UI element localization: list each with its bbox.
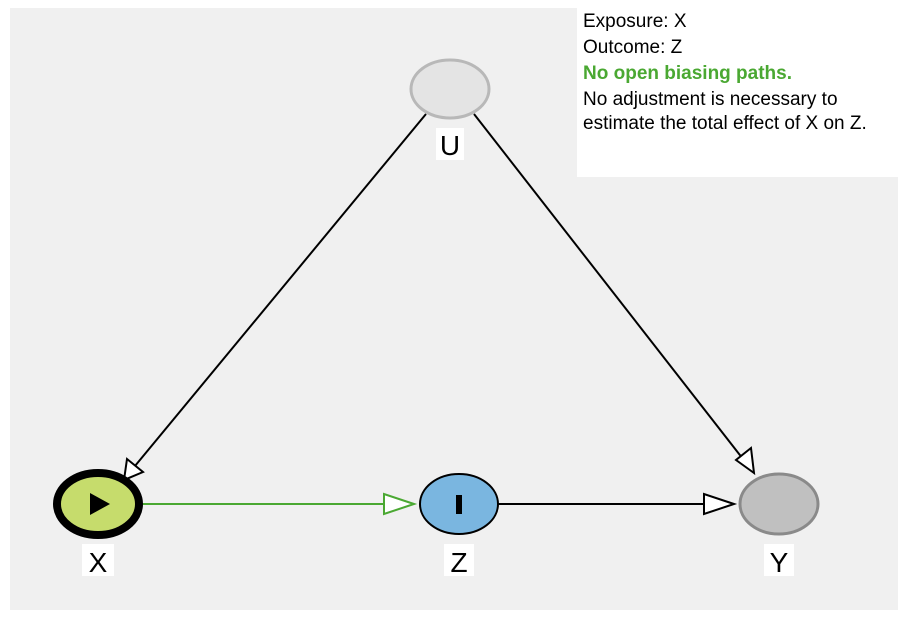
node-u-label: U [440,130,460,161]
arrowhead-x-z [383,492,418,516]
node-y[interactable]: Y [738,472,820,578]
biasing-paths-status: No open biasing paths. [583,63,793,84]
node-y-label: Y [770,547,789,578]
node-x[interactable]: X [53,469,143,578]
play-icon [90,493,110,515]
node-x-label: X [89,547,108,578]
node-u[interactable]: U [409,58,491,161]
edge-u-y[interactable] [473,113,751,469]
edge-u-x[interactable] [129,113,427,473]
exposure-text: Exposure: X [583,11,687,32]
node-z[interactable]: Z [419,473,499,578]
node-z-label: Z [450,547,467,578]
adjustment-message: No adjustment is necessary to estimate t… [583,89,867,134]
arrowhead-z-y [703,492,738,516]
outcome-text: Outcome: Z [583,37,683,58]
causal-effect-summary: Exposure: X Outcome: Z No open biasing p… [577,6,898,177]
arrowhead-u-y [734,446,756,476]
bar-icon [456,495,462,514]
arrowhead-u-x [122,457,145,482]
